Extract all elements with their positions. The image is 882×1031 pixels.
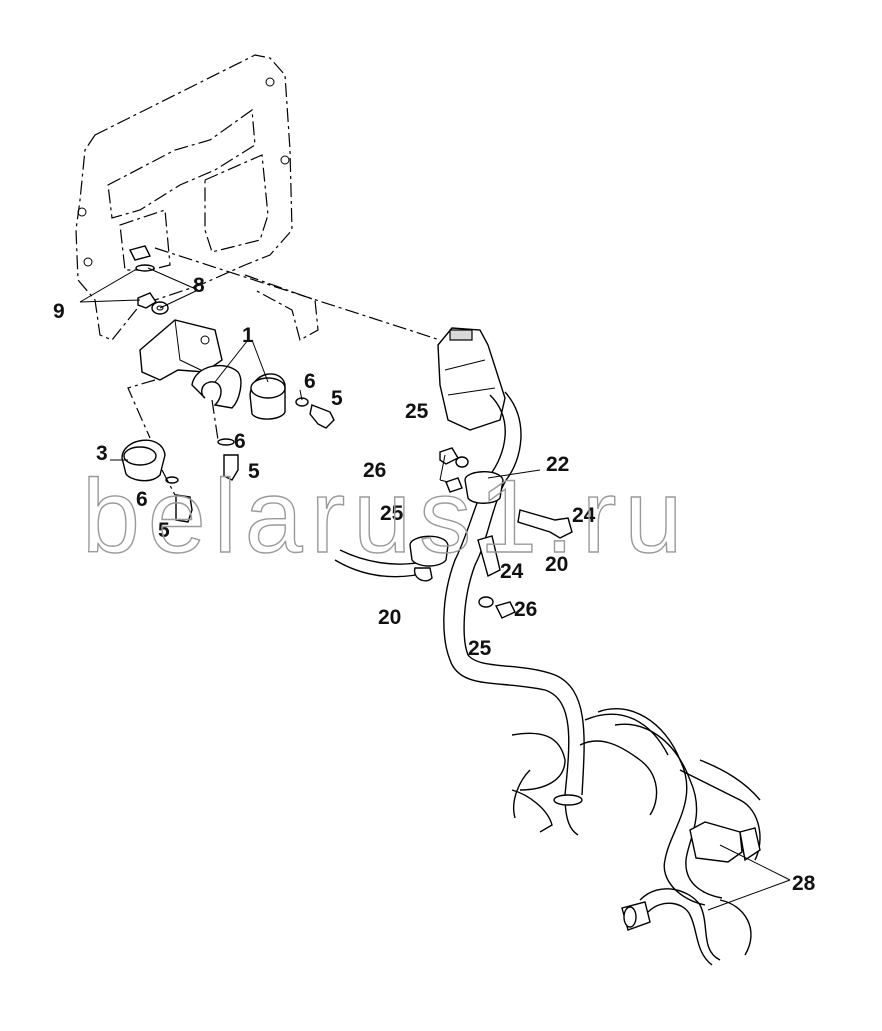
callout-26-upper: 26 (363, 459, 386, 482)
callout-24-right: 24 (572, 504, 596, 527)
callout-3: 3 (96, 442, 108, 465)
nut-upper (128, 245, 152, 261)
bolt-middle (217, 438, 239, 481)
callout-9: 9 (53, 300, 65, 323)
leader-bolt-middle (211, 399, 219, 441)
nut-26-lower (494, 601, 516, 619)
callout-28: 28 (792, 872, 816, 895)
callout-6-upper: 6 (304, 370, 316, 393)
washer-25-lower (478, 596, 494, 608)
bolt-24-right (517, 509, 573, 539)
clamp-1 (191, 364, 286, 420)
engine-section (511, 708, 761, 966)
callout-1: 1 (242, 324, 254, 347)
watermark-text: belarus1.ru (82, 459, 690, 575)
connector-block (437, 327, 506, 431)
leader-clamp-3 (127, 379, 156, 439)
clip-20-left (413, 567, 433, 582)
callout-labels: 9 8 1 6 5 3 6 5 6 5 25 26 22 25 24 20 24… (53, 274, 816, 895)
mounting-panel (75, 54, 319, 341)
washer-upper (135, 264, 155, 272)
callout-26-lower: 26 (514, 598, 537, 621)
bolt-24-lower (477, 535, 501, 578)
bolt-upper (295, 397, 335, 429)
callout-25-middle: 25 (380, 502, 404, 525)
harness-main (334, 391, 585, 836)
callout-22: 22 (546, 453, 569, 476)
callout-8: 8 (193, 274, 205, 297)
callout-24-lower: 24 (500, 560, 524, 583)
nut-26-middle (445, 477, 463, 493)
leader-bolt-lower (161, 469, 176, 496)
callout-20-right: 20 (545, 553, 568, 576)
callout-leaders (79, 267, 791, 911)
washer-25-upper (455, 456, 469, 468)
callout-5-upper: 5 (331, 387, 343, 410)
callout-6-middle: 6 (234, 430, 246, 453)
callout-6-lower: 6 (136, 488, 148, 511)
callout-25-upper: 25 (405, 400, 429, 423)
nut-lower (137, 292, 157, 309)
bolt-lower (165, 476, 193, 523)
callout-25-lower: 25 (468, 637, 492, 660)
clamp-3 (121, 439, 166, 482)
callout-20-left: 20 (378, 606, 401, 629)
callout-5-middle: 5 (248, 460, 260, 483)
callout-5-lower: 5 (158, 519, 170, 542)
